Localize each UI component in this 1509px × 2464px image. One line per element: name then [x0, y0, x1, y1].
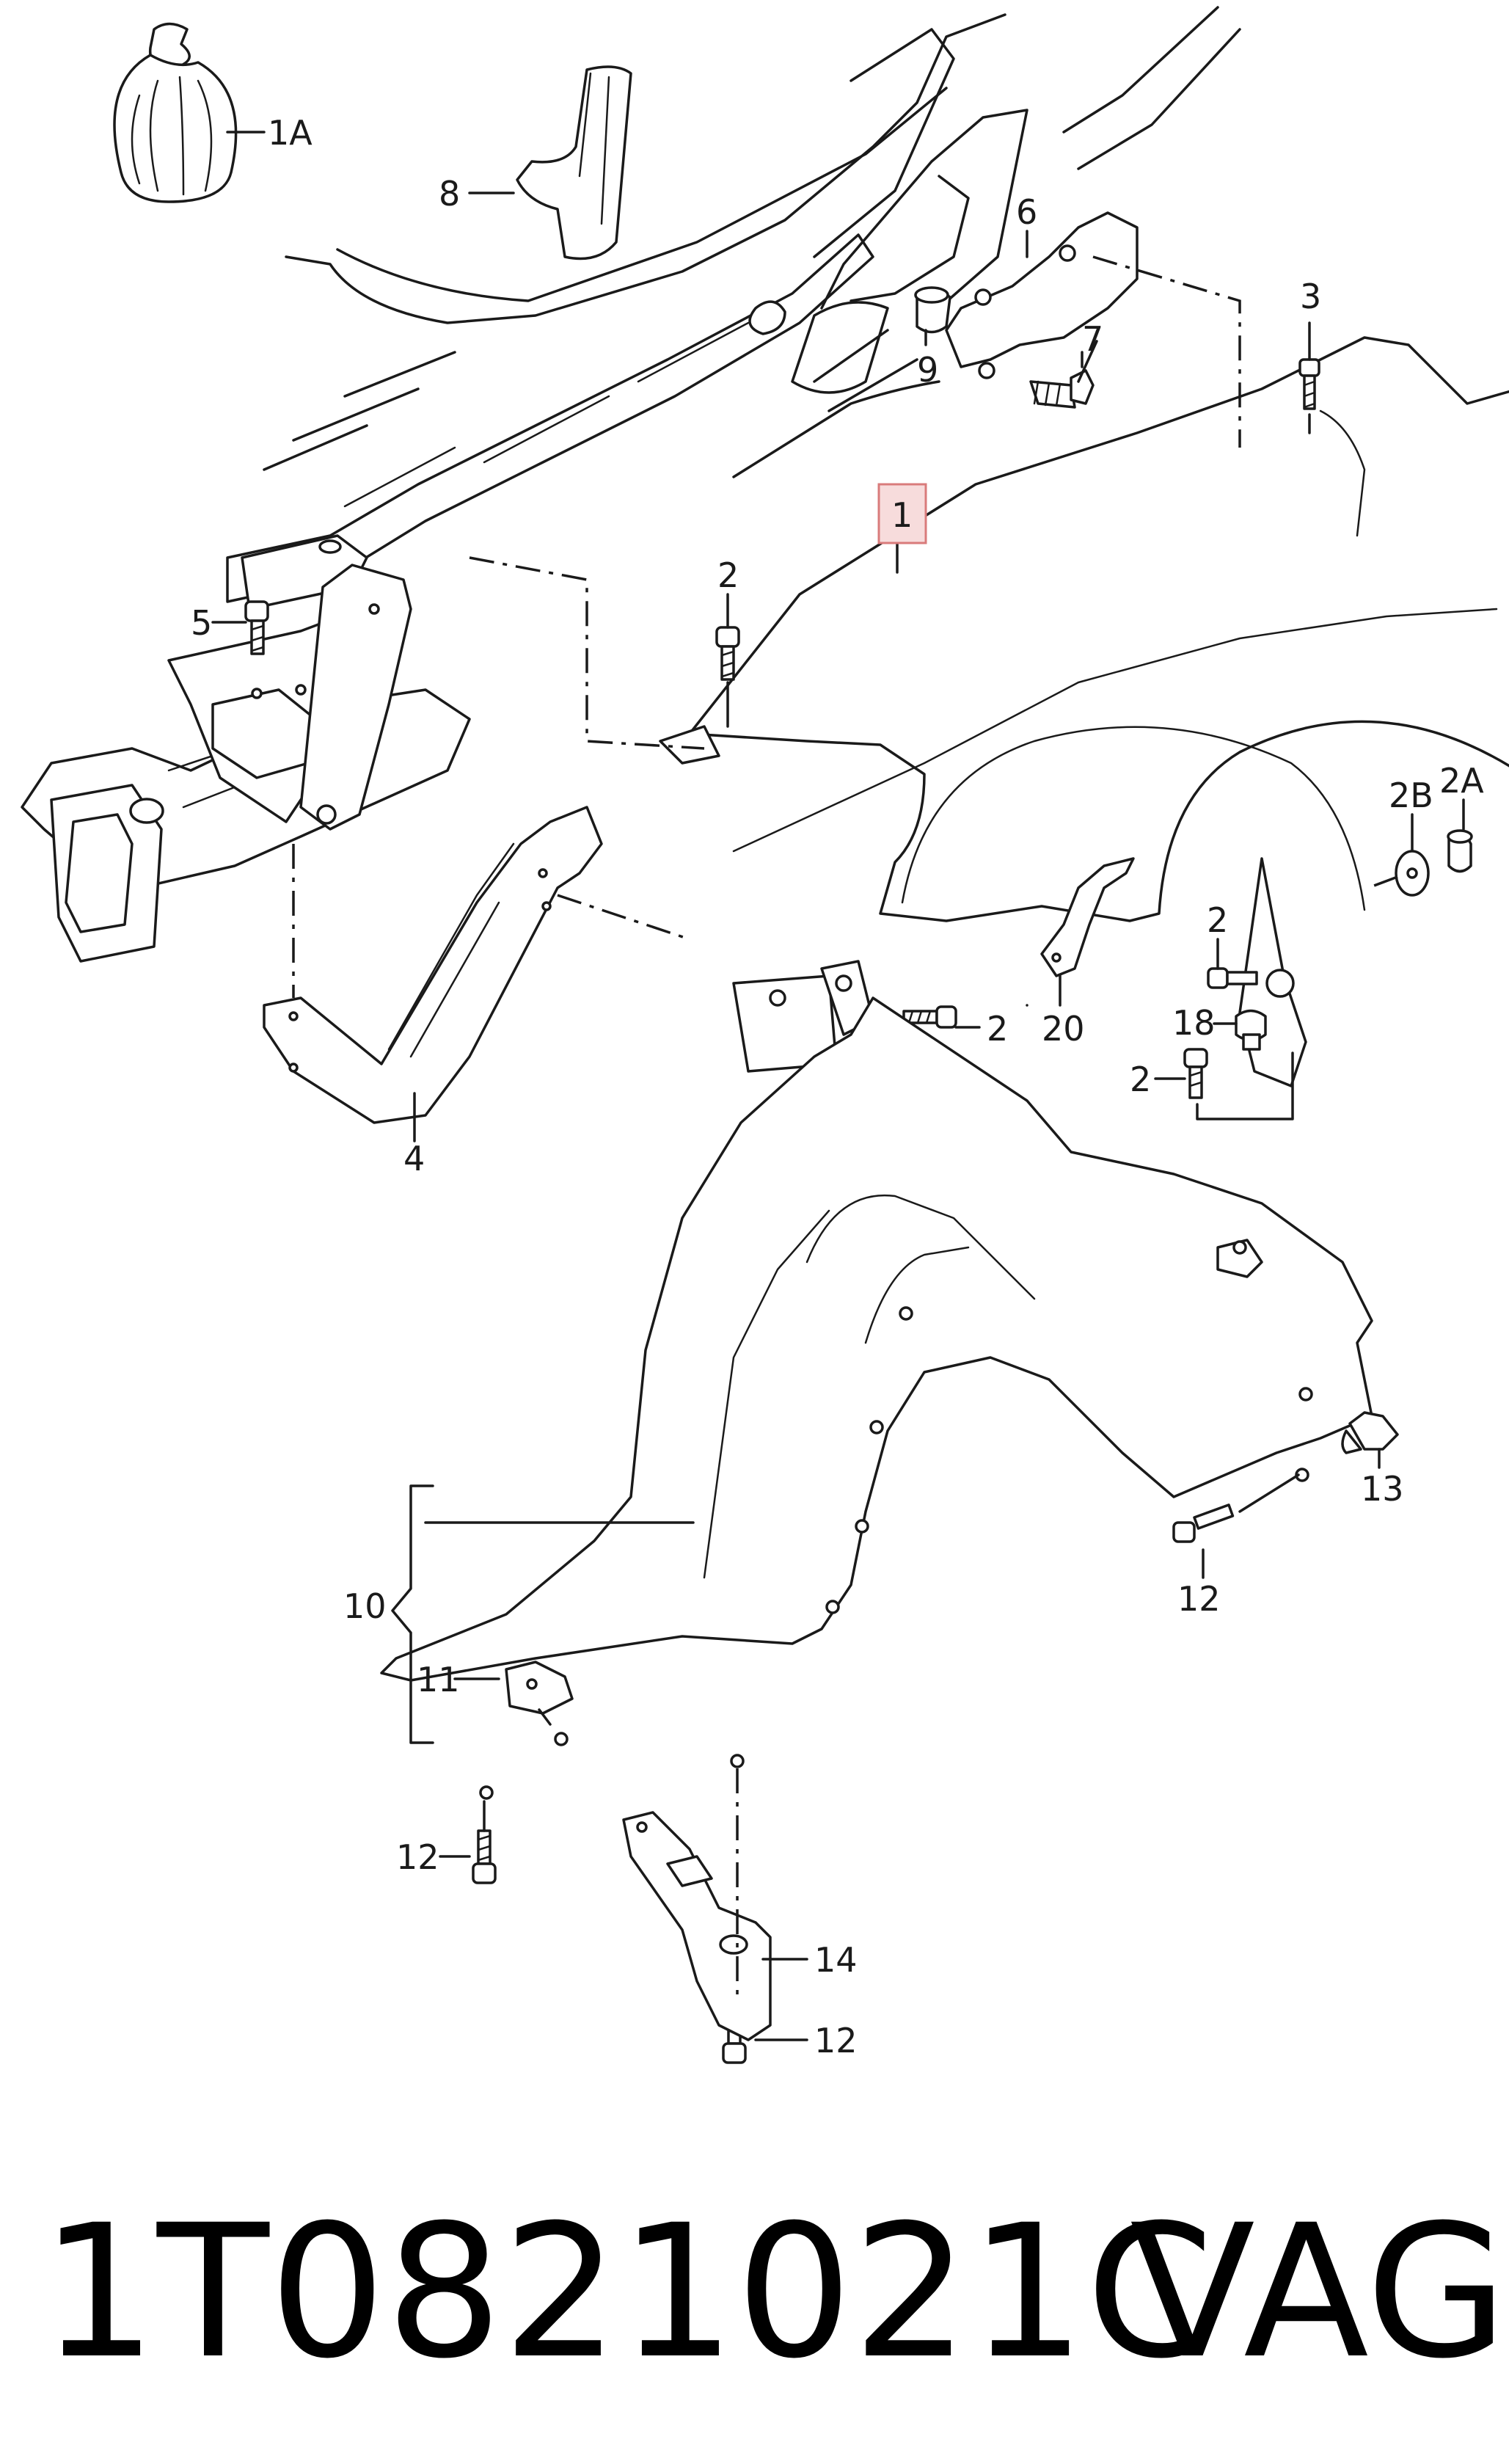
label-2B: 2B [1389, 776, 1433, 815]
label-13: 13 [1361, 1469, 1404, 1509]
label-2-bottom: 2 [1130, 1060, 1151, 1099]
headlight-mount-bracket [167, 564, 412, 831]
label-6: 6 [1016, 192, 1037, 232]
nut-part [914, 286, 951, 346]
label-2-upper: 2 [717, 555, 739, 595]
label-10: 10 [343, 1586, 387, 1626]
label-9: 9 [917, 350, 938, 390]
assembly-dashed-lines [292, 255, 1398, 2003]
nut-18-part [1213, 1009, 1267, 1051]
bolt-2-bottom-part [1154, 1048, 1294, 1120]
wheel-housing-liner-part [380, 996, 1373, 1800]
highlighted-label-box [877, 483, 927, 544]
bolt-5-part [211, 600, 269, 655]
label-2A: 2A [1439, 761, 1484, 801]
front-body-frame [226, 6, 1241, 610]
bolt-12-left-part [439, 1800, 497, 1884]
clip-nut-11-part [453, 1661, 574, 1726]
label-12-left: 12 [396, 1837, 439, 1877]
brand-text: VAG [1130, 2185, 1508, 2399]
label-2-lower: 2 [987, 1009, 1008, 1049]
pillar-bracket-part [468, 65, 632, 260]
strap-bracket-14-part [622, 1811, 808, 2041]
lower-support-bracket-part [263, 806, 603, 1142]
nut-2a-part [1447, 798, 1473, 873]
washer-2b-part [1395, 813, 1430, 897]
bolt-12-right-part [1172, 1473, 1300, 1579]
label-5: 5 [191, 603, 212, 643]
fender-upper-bracket-part [945, 211, 1139, 379]
bolt-7-part [1029, 369, 1095, 409]
protective-bag-part [113, 22, 266, 203]
callout-labels: 1A 8 6 7 9 3 1 2 5 2B 2A 2 2 20 18 2 4 1… [191, 113, 1484, 2060]
label-20: 20 [1042, 1009, 1085, 1049]
label-7: 7 [1082, 319, 1103, 359]
part-number-text: 1T0821021C [40, 2185, 1214, 2399]
label-14: 14 [814, 1940, 858, 1980]
label-8: 8 [439, 174, 460, 214]
small-bracket-20-part [1040, 857, 1135, 1007]
label-11: 11 [417, 1660, 460, 1699]
label-4: 4 [403, 1139, 425, 1178]
front-fender-part [659, 336, 1509, 1087]
callout-leader-lines [896, 340, 1098, 1007]
label-2-right: 2 [1207, 900, 1228, 940]
label-1A: 1A [268, 113, 313, 153]
label-18: 18 [1172, 1003, 1216, 1043]
label-3: 3 [1300, 277, 1321, 316]
label-12-right: 12 [1177, 1579, 1221, 1619]
bolt-3-part [1298, 321, 1320, 434]
bolt-2-lower-part [902, 1005, 981, 1029]
label-12-bottom: 12 [814, 2021, 858, 2060]
label-1: 1 [891, 495, 913, 535]
expanding-clip-13-part [1341, 1411, 1399, 1469]
bolt-2-upper-part [715, 593, 740, 728]
bolt-2-right-part [1207, 938, 1258, 989]
